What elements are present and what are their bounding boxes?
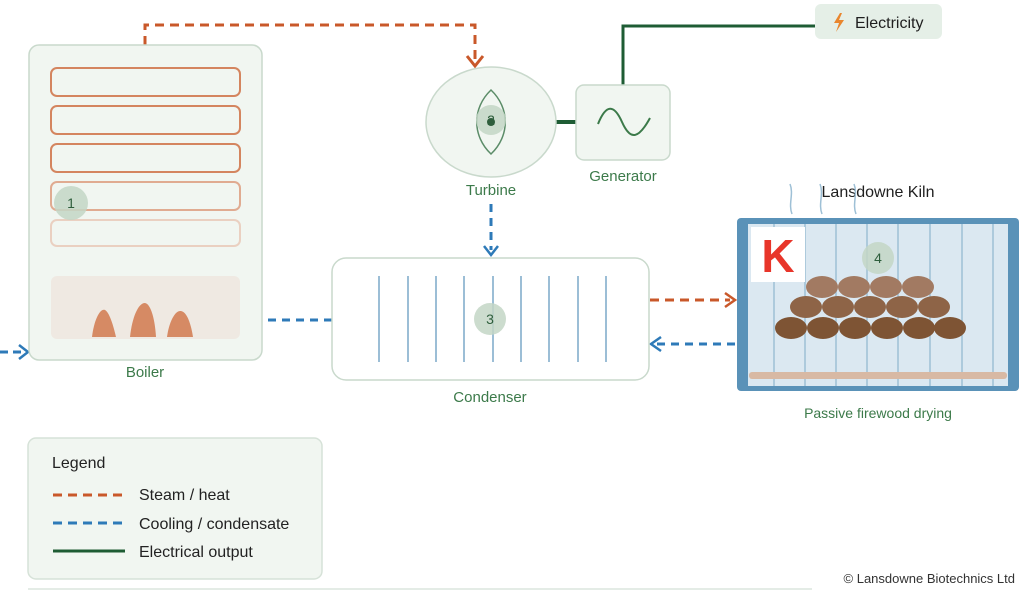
turbine-hub xyxy=(487,118,495,126)
steam-arrowhead-turbine xyxy=(465,55,485,69)
boiler-label: Boiler xyxy=(126,364,164,381)
step-number: 3 xyxy=(486,311,494,327)
turbine-blade-icon xyxy=(476,88,506,156)
generator-label: Generator xyxy=(589,168,657,185)
step-number: 4 xyxy=(874,250,882,266)
turbine-label: Turbine xyxy=(466,182,516,199)
electric-line-generator-output xyxy=(621,24,815,85)
cooling-arrowhead-condenser xyxy=(483,245,499,258)
boiler-tube xyxy=(50,181,241,211)
kiln: K 4 xyxy=(737,218,1019,391)
steam-line-boiler-turbine xyxy=(143,23,477,62)
kiln-caption: Passive firewood drying xyxy=(804,405,952,421)
electricity-badge: Electricity xyxy=(815,4,942,39)
legend-item-label: Electrical output xyxy=(139,544,253,561)
flame-icon xyxy=(130,303,156,337)
cooling-arrowhead-condenser-return xyxy=(648,335,662,353)
boiler-tube xyxy=(50,143,241,173)
condenser-label: Condenser xyxy=(453,389,526,406)
copyright-text: © Lansdowne Biotechnics Ltd xyxy=(844,571,1015,586)
flame-icon xyxy=(167,310,193,337)
condenser: 3 xyxy=(331,257,650,381)
heat-wave-icon xyxy=(789,183,857,215)
legend-title: Legend xyxy=(52,455,105,472)
kiln-title: Lansdowne Kiln xyxy=(822,184,935,201)
sine-wave-icon xyxy=(597,107,651,136)
boiler: 1 xyxy=(28,44,263,361)
cooling-inlet-arrowhead xyxy=(18,344,31,360)
boiler-tube xyxy=(50,67,241,97)
legend-item-label: Cooling / condensate xyxy=(139,516,289,533)
heating-rail xyxy=(749,372,1007,379)
legend-item-label: Steam / heat xyxy=(139,487,230,504)
step-number-badge xyxy=(474,303,506,335)
step-number: 1 xyxy=(67,195,75,211)
legend: Legend Steam / heat Cooling / condensate… xyxy=(27,437,323,580)
firewood-stack xyxy=(775,276,966,339)
turbine: 2 xyxy=(425,66,557,178)
electricity-label: Electricity xyxy=(855,15,923,32)
flame-icon xyxy=(92,309,116,337)
step-number-badge xyxy=(862,242,894,274)
lansdowne-k-logo: K xyxy=(751,227,805,282)
boiler-tube xyxy=(50,105,241,135)
step-number: 2 xyxy=(487,112,495,128)
generator xyxy=(575,84,671,161)
lightning-icon xyxy=(834,13,844,32)
logo-letter: K xyxy=(761,230,794,282)
step-number-badge xyxy=(54,186,88,220)
boiler-tube xyxy=(50,219,241,247)
condenser-tubes xyxy=(378,276,607,362)
heat-arrowhead-kiln xyxy=(724,291,738,309)
